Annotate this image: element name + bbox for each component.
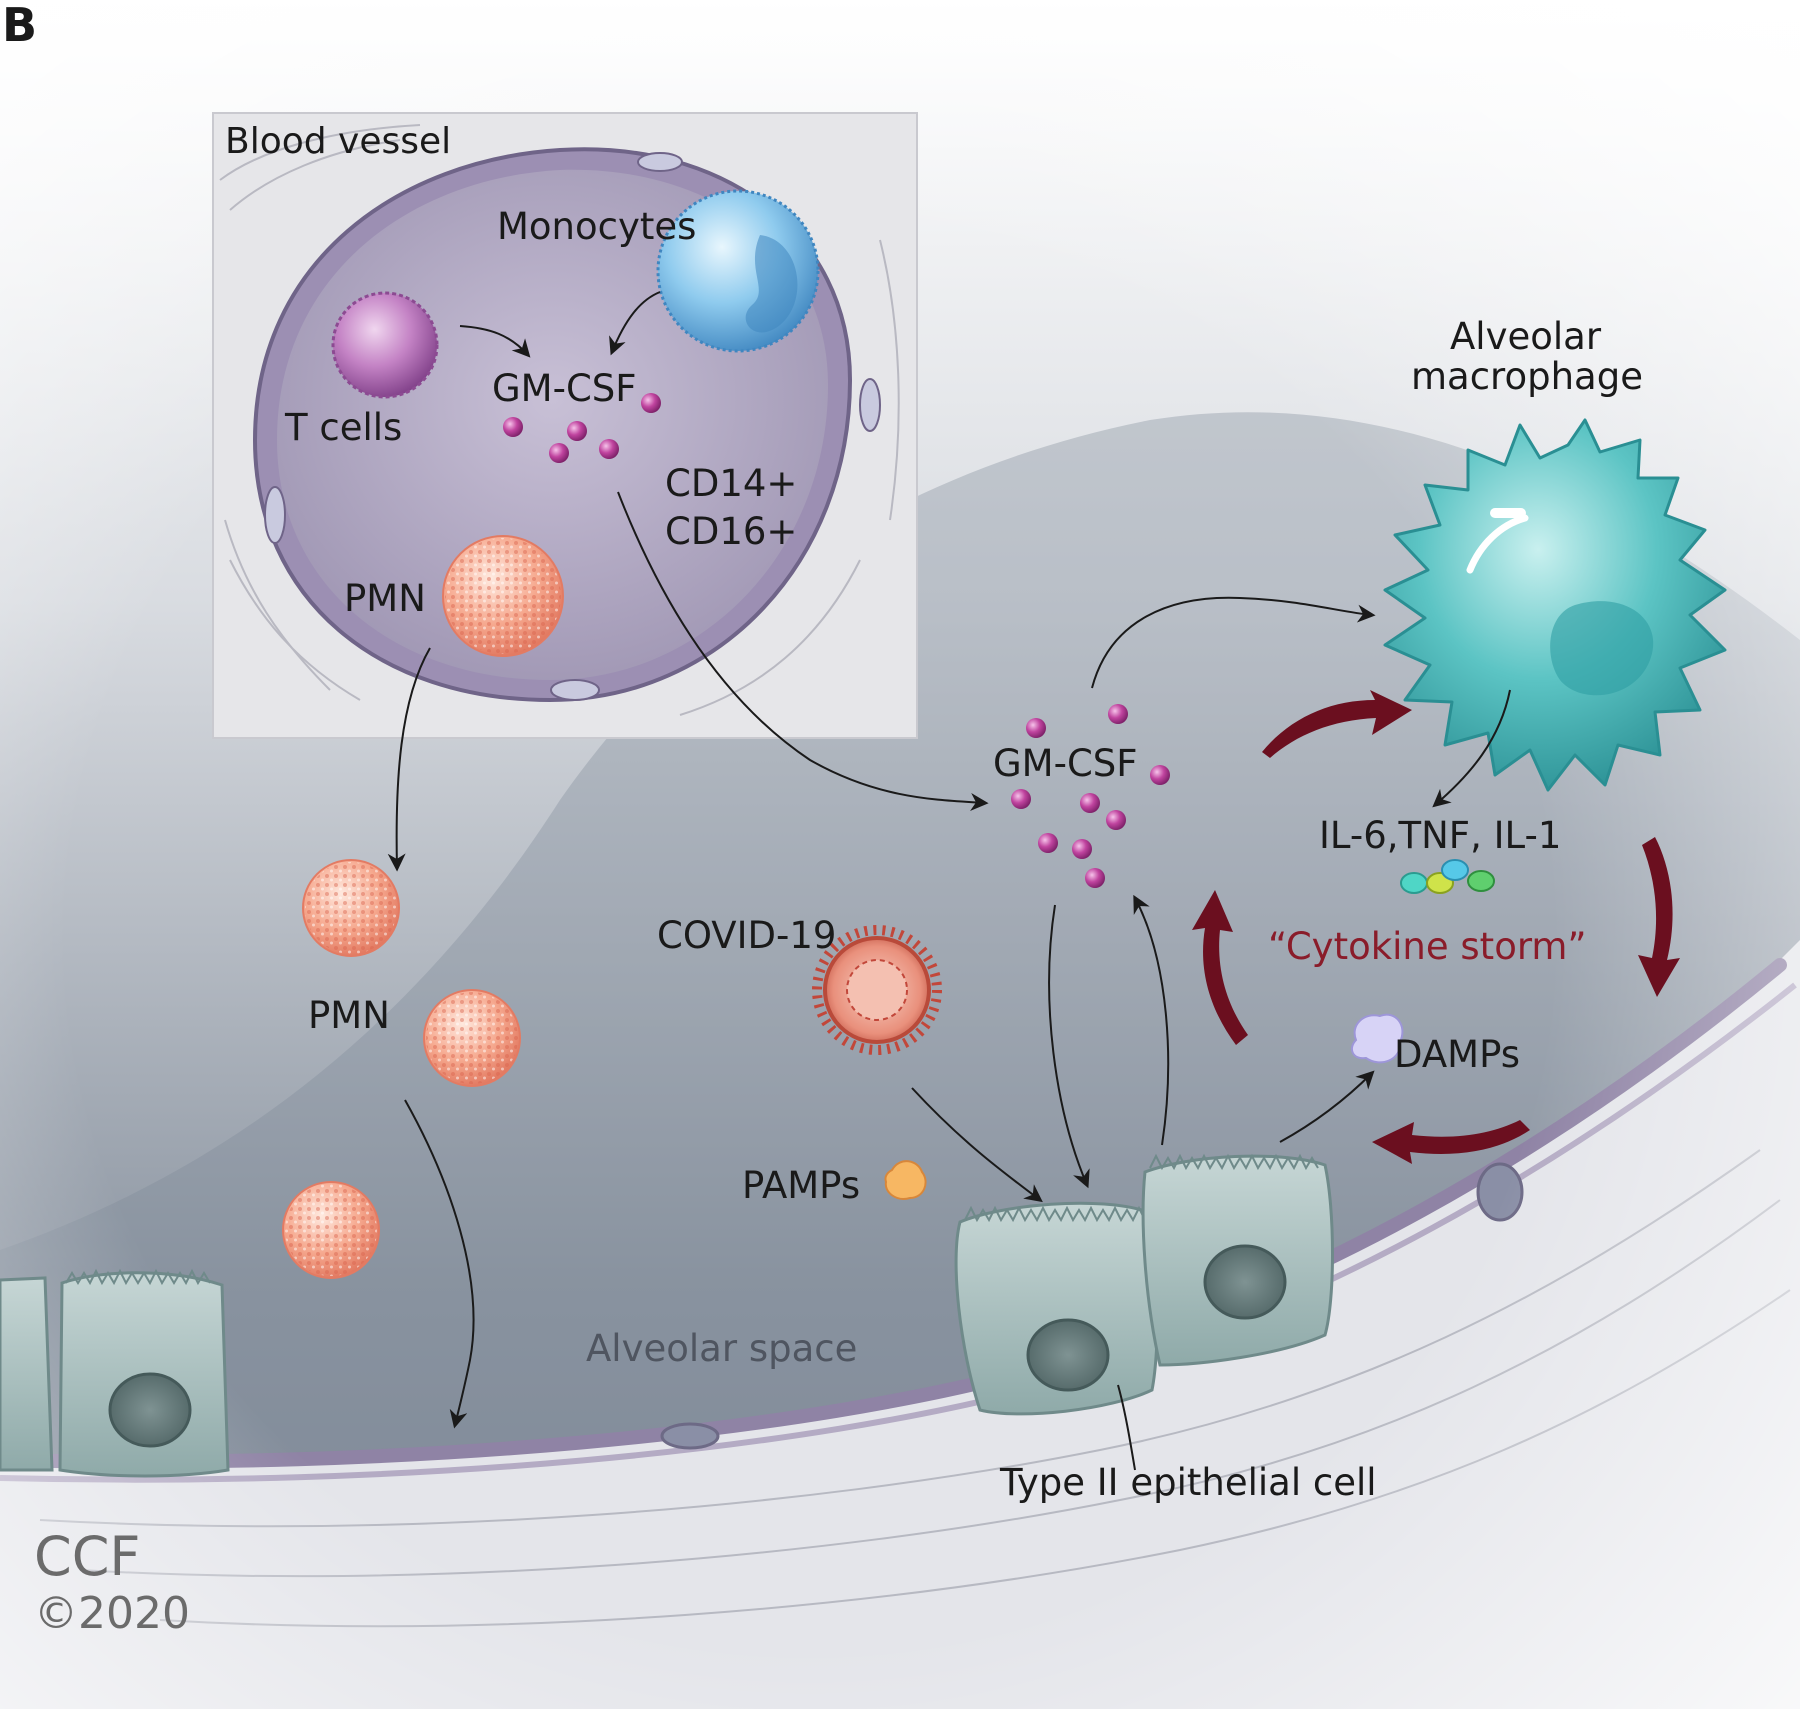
flow-arrows bbox=[387, 491, 1511, 1471]
label-t-cells: T cells bbox=[285, 406, 403, 449]
macrophage-nucleus bbox=[1550, 601, 1654, 696]
cytokine-bead bbox=[1467, 870, 1495, 892]
label-covid: COVID-19 bbox=[657, 914, 837, 957]
virus-core bbox=[846, 959, 908, 1021]
arrow-gmcsf-to-epithelium bbox=[1048, 904, 1090, 1189]
label-pmn-alveolar: PMN bbox=[308, 994, 390, 1037]
arrow-macrophage-to-cytokines bbox=[1432, 689, 1511, 808]
label-alveolar-macrophage-1: Alveolar bbox=[1450, 315, 1602, 358]
label-pamps: PAMPs bbox=[742, 1164, 861, 1207]
t-cell bbox=[331, 291, 439, 399]
label-cd16: CD16+ bbox=[665, 510, 798, 553]
panel-letter: B bbox=[2, 0, 38, 52]
covid-virus bbox=[812, 925, 942, 1055]
label-type2-cell: Type II epithelial cell bbox=[1000, 1461, 1377, 1504]
label-cytokine-storm: “Cytokine storm” bbox=[1268, 925, 1587, 968]
pamps-particle bbox=[884, 1160, 927, 1200]
gm-csf-dot bbox=[1150, 765, 1170, 785]
label-monocytes: Monocytes bbox=[497, 205, 697, 248]
gm-csf-dot bbox=[1085, 868, 1105, 888]
cytokine-bead bbox=[1400, 872, 1428, 894]
gm-csf-dot bbox=[549, 443, 569, 463]
gm-csf-dot bbox=[1072, 839, 1092, 859]
monocyte-nucleus bbox=[745, 235, 798, 333]
vessel-nucleus-2 bbox=[859, 378, 881, 432]
epithelial-nucleus-left bbox=[108, 1372, 192, 1448]
arrow-monocyte-to-gmcsf bbox=[609, 291, 661, 356]
gm-csf-dot bbox=[567, 421, 587, 441]
gm-csf-dots-vessel bbox=[503, 393, 661, 463]
label-blood-vessel: Blood vessel bbox=[225, 121, 452, 162]
type2-pointer-line bbox=[1117, 1384, 1136, 1471]
blood-vessel-fibers bbox=[219, 124, 900, 716]
pmn-cell-granules bbox=[305, 862, 397, 954]
arrow-epithelium-to-damps bbox=[1279, 1070, 1375, 1143]
pmn-cell-granules bbox=[426, 992, 518, 1084]
arrow-gmcsf-to-macrophage bbox=[1091, 596, 1376, 689]
arrow-pmn-vessel-down bbox=[387, 647, 431, 872]
type2-nucleus-1 bbox=[1026, 1318, 1110, 1392]
arrow-pmn-to-wall bbox=[404, 1099, 475, 1429]
gm-csf-dot bbox=[1080, 793, 1100, 813]
vessel-nucleus-4 bbox=[550, 679, 600, 701]
type2-cell-1-microvilli bbox=[964, 1205, 1146, 1223]
gm-csf-dot bbox=[503, 417, 523, 437]
epithelium-left bbox=[0, 1268, 230, 1478]
cytokine-storm-loop bbox=[1192, 690, 1680, 1164]
virus-spikes bbox=[812, 925, 942, 1055]
vessel-nucleus-3 bbox=[264, 486, 286, 544]
label-cd14: CD14+ bbox=[665, 462, 798, 505]
storm-arrow-to-macrophage bbox=[1262, 690, 1412, 758]
storm-arrow-to-damps-left bbox=[1372, 1120, 1530, 1164]
arrow-tcell-to-gmcsf bbox=[459, 325, 531, 358]
cytokine-beads bbox=[1400, 859, 1495, 894]
credit-year: ©2020 bbox=[34, 1588, 190, 1639]
credit-org: CCF bbox=[34, 1525, 141, 1588]
blood-vessel-inset bbox=[212, 112, 918, 739]
gm-csf-dot bbox=[1011, 789, 1031, 809]
epithelial-cell-left-microvilli bbox=[65, 1268, 211, 1286]
gm-csf-dot bbox=[1106, 810, 1126, 830]
epithelium-type2 bbox=[954, 1153, 1334, 1416]
label-damps: DAMPs bbox=[1394, 1033, 1521, 1076]
macrophage-highlight-dash bbox=[1490, 508, 1526, 518]
arrow-epithelium-to-gmcsf bbox=[1133, 894, 1170, 1146]
gm-csf-dot bbox=[1026, 718, 1046, 738]
pmn-alveolar-group bbox=[282, 859, 521, 1279]
type2-nucleus-2 bbox=[1203, 1244, 1287, 1320]
label-gm-csf-vessel: GM-CSF bbox=[492, 367, 637, 410]
gm-csf-dots-alveolar bbox=[1011, 704, 1170, 888]
arrow-covid-to-epithelium bbox=[911, 1087, 1043, 1203]
macrophage-body bbox=[1383, 418, 1727, 792]
pmn-vessel-cell-granules bbox=[445, 538, 561, 654]
gm-csf-dot bbox=[599, 439, 619, 459]
gm-csf-dot bbox=[1108, 704, 1128, 724]
label-alveolar-macrophage-2: macrophage bbox=[1411, 355, 1643, 398]
gm-csf-dot bbox=[641, 393, 661, 413]
epithelial-cell-left-partial bbox=[0, 1276, 54, 1472]
damps-particle bbox=[1350, 1013, 1404, 1064]
label-gm-csf-alveolar: GM-CSF bbox=[993, 742, 1138, 785]
type2-cell-2-microvilli bbox=[1149, 1153, 1319, 1171]
storm-arrow-up-left bbox=[1192, 890, 1248, 1045]
storm-arrow-down-right bbox=[1638, 837, 1680, 997]
vessel-nucleus-1 bbox=[637, 152, 683, 172]
gm-csf-dot bbox=[1038, 833, 1058, 853]
cytokine-bead bbox=[1441, 859, 1469, 881]
macrophage-highlight bbox=[1466, 514, 1529, 574]
label-cytokines: IL-6,TNF, IL-1 bbox=[1319, 814, 1562, 857]
alveolar-macrophage bbox=[1383, 418, 1727, 792]
label-alveolar-space: Alveolar space bbox=[586, 1327, 858, 1370]
label-pmn-vessel: PMN bbox=[344, 577, 426, 620]
arrow-vessel-to-alveolar-gmcsf bbox=[617, 491, 989, 812]
pmn-cell-granules bbox=[285, 1184, 377, 1276]
